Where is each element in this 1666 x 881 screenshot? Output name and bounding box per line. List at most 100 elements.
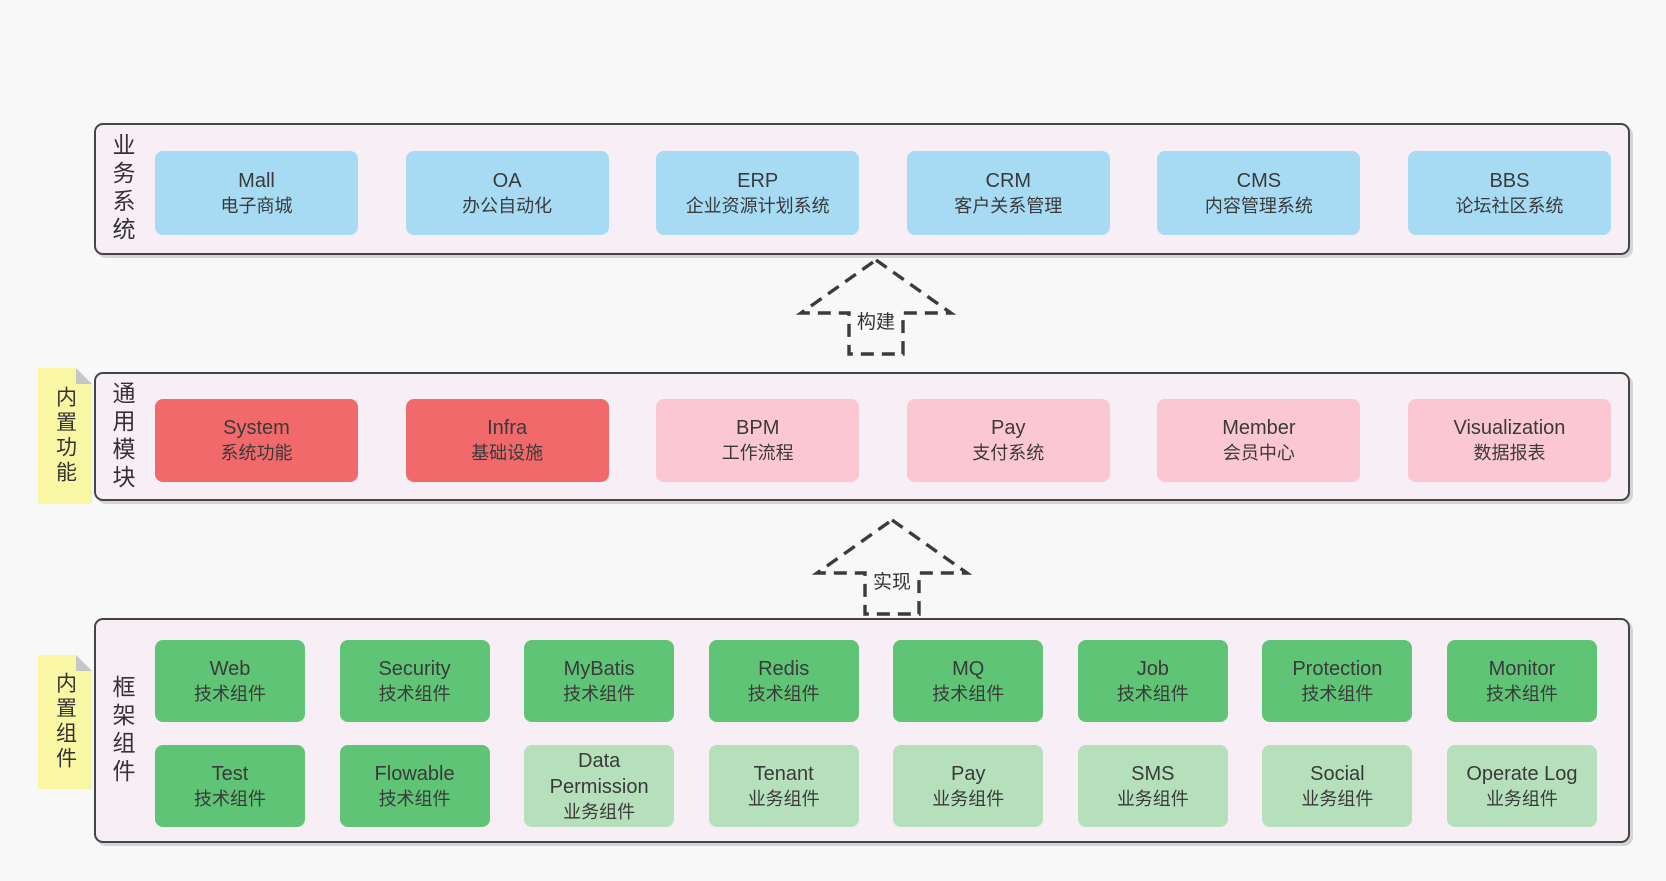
box-social: Social 业务组件 <box>1262 745 1413 827</box>
box-redis: Redis 技术组件 <box>708 640 859 722</box>
box-subtitle: 技术组件 <box>1485 683 1558 704</box>
box-infra: Infra 基础设施 <box>405 399 609 482</box>
box-title: SMS <box>1131 762 1175 785</box>
box-title: Data Permission <box>549 749 649 798</box>
up-arrow-dashed-icon <box>796 257 956 356</box>
box-flowable: Flowable 技术组件 <box>339 745 490 827</box>
box-subtitle: 技术组件 <box>1301 683 1374 704</box>
band-modules-row: System 系统功能 Infra 基础设施 BPM 工作流程 Pay 支付系统… <box>155 399 1611 482</box>
sticky-note-builtin-components: 内置组件 <box>38 655 92 789</box>
box-subtitle: 技术组件 <box>747 683 820 704</box>
box-title: Pay <box>991 417 1026 440</box>
box-oa: OA 办公自动化 <box>405 151 609 235</box>
box-bbs: BBS 论坛社区系统 <box>1407 151 1611 235</box>
box-title: Visualization <box>1453 417 1566 440</box>
box-subtitle: 技术组件 <box>194 683 266 704</box>
band-framework-components: 框架组件 Web 技术组件 Security 技术组件 MyBatis 技术组件… <box>94 618 1630 843</box>
box-mybatis: MyBatis 技术组件 <box>524 640 675 722</box>
box-subtitle: 工作流程 <box>721 443 794 464</box>
box-subtitle: 技术组件 <box>378 788 451 809</box>
arrow-implement-label: 实现 <box>869 567 915 594</box>
box-system: System 系统功能 <box>155 399 358 482</box>
box-subtitle: 业务组件 <box>1301 788 1374 809</box>
box-title: Tenant <box>753 762 814 785</box>
box-title: Security <box>378 657 451 680</box>
box-subtitle: 基础设施 <box>471 443 544 464</box>
band-common-modules: 通用模块 System 系统功能 Infra 基础设施 BPM 工作流程 Pay… <box>94 372 1630 501</box>
folded-corner-icon <box>76 655 92 671</box>
box-visualization: Visualization 数据报表 <box>1407 399 1611 482</box>
box-job: Job 技术组件 <box>1077 640 1228 722</box>
box-title: Monitor <box>1488 657 1556 680</box>
band-business-label: 业务系统 <box>109 133 135 245</box>
box-subtitle: 业务组件 <box>1485 788 1558 809</box>
box-title: CMS <box>1236 169 1282 192</box>
box-subtitle: 客户关系管理 <box>954 195 1063 216</box>
sticky-note-label: 内置功能 <box>53 386 77 486</box>
arrow-implement: 实现 <box>812 517 972 617</box>
box-title: CRM <box>985 169 1032 192</box>
box-title: BBS <box>1489 169 1530 192</box>
box-title: MQ <box>952 657 985 680</box>
up-arrow-dashed-icon <box>812 517 972 616</box>
band-business-systems: 业务系统 Mall 电子商城 OA 办公自动化 ERP 企业资源计划系统 CRM… <box>94 123 1630 255</box>
box-title: Infra <box>487 417 528 440</box>
box-title: BPM <box>736 417 780 440</box>
box-data-permission: Data Permission 业务组件 <box>524 745 675 827</box>
box-title: Flowable <box>374 762 455 785</box>
band-framework-label: 框架组件 <box>109 674 135 787</box>
sticky-note-label: 内置组件 <box>53 672 77 772</box>
box-subtitle: 技术组件 <box>194 788 266 809</box>
box-title: Mall <box>238 169 275 192</box>
box-title: MyBatis <box>563 657 635 680</box>
box-subtitle: 技术组件 <box>378 683 451 704</box>
box-test: Test 技术组件 <box>155 745 305 827</box>
box-title: Pay <box>951 762 986 785</box>
box-member: Member 会员中心 <box>1157 399 1361 482</box>
box-security: Security 技术组件 <box>339 640 490 722</box>
box-title: Web <box>209 657 251 680</box>
box-subtitle: 会员中心 <box>1222 443 1295 464</box>
box-monitor: Monitor 技术组件 <box>1446 640 1597 722</box>
band-framework-row-1: Web 技术组件 Security 技术组件 MyBatis 技术组件 Redi… <box>155 640 1597 722</box>
folded-corner-icon <box>76 368 92 384</box>
box-tenant: Tenant 业务组件 <box>708 745 859 827</box>
box-subtitle: 办公自动化 <box>462 195 553 216</box>
box-subtitle: 数据报表 <box>1473 443 1546 464</box>
box-title: Test <box>211 762 249 785</box>
box-subtitle: 技术组件 <box>1116 683 1189 704</box>
box-title: Member <box>1222 417 1296 440</box>
box-cms: CMS 内容管理系统 <box>1157 151 1361 235</box>
box-title: ERP <box>737 169 779 192</box>
box-title: Redis <box>758 657 810 680</box>
box-erp: ERP 企业资源计划系统 <box>656 151 860 235</box>
box-subtitle: 业务组件 <box>747 788 820 809</box>
arrow-build-label: 构建 <box>853 307 899 334</box>
box-mq: MQ 技术组件 <box>893 640 1044 722</box>
box-title: OA <box>492 169 522 192</box>
box-crm: CRM 客户关系管理 <box>906 151 1110 235</box>
box-subtitle: 电子商城 <box>220 195 293 216</box>
box-mall: Mall 电子商城 <box>155 151 358 235</box>
band-modules-label: 通用模块 <box>109 380 135 493</box>
box-subtitle: 企业资源计划系统 <box>685 195 830 216</box>
box-pay-component: Pay 业务组件 <box>893 745 1044 827</box>
band-framework-row-2: Test 技术组件 Flowable 技术组件 Data Permission … <box>155 745 1597 827</box>
sticky-note-builtin-features: 内置功能 <box>38 368 92 504</box>
box-subtitle: 内容管理系统 <box>1204 195 1313 216</box>
box-subtitle: 技术组件 <box>563 683 636 704</box>
box-subtitle: 技术组件 <box>932 683 1005 704</box>
box-title: Social <box>1310 762 1365 785</box>
box-bpm: BPM 工作流程 <box>656 399 860 482</box>
box-web: Web 技术组件 <box>155 640 305 722</box>
box-subtitle: 论坛社区系统 <box>1455 195 1564 216</box>
box-title: Operate Log <box>1466 762 1578 785</box>
box-title: System <box>223 417 290 440</box>
box-title: Job <box>1136 657 1169 680</box>
box-subtitle: 业务组件 <box>1116 788 1189 809</box>
box-operate-log: Operate Log 业务组件 <box>1446 745 1597 827</box>
box-protection: Protection 技术组件 <box>1262 640 1413 722</box>
box-sms: SMS 业务组件 <box>1077 745 1228 827</box>
box-subtitle: 系统功能 <box>220 443 293 464</box>
